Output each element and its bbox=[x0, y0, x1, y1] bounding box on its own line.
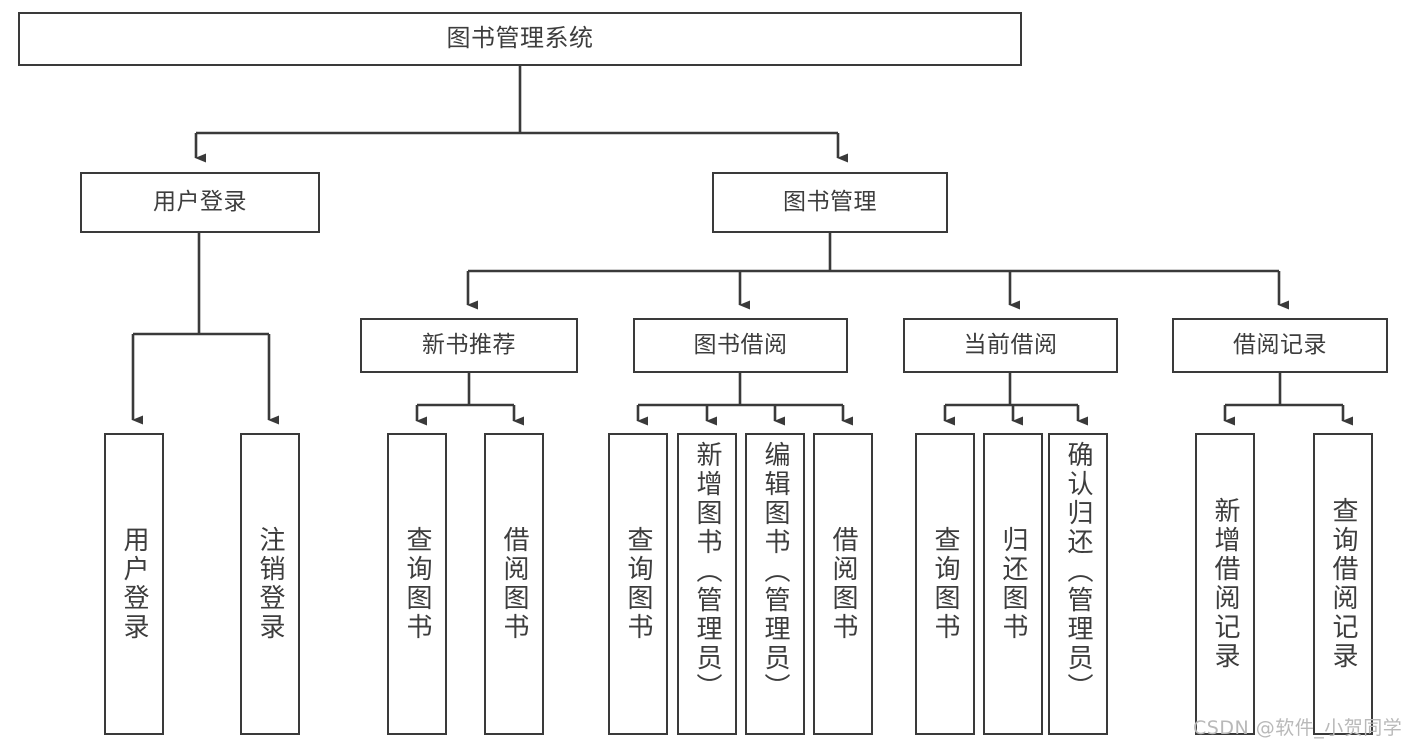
node-borrowing-records[interactable]: 借阅记录 bbox=[1172, 318, 1388, 373]
csdn-watermark: CSDN @软件_小贺同学 bbox=[1193, 717, 1403, 739]
leaf-current-query-book[interactable]: 查询图书 bbox=[915, 433, 975, 735]
node-label: 借阅记录 bbox=[1233, 332, 1327, 359]
leaf-recommendation-borrow-book[interactable]: 借阅图书 bbox=[484, 433, 544, 735]
node-label: 借阅图书 bbox=[499, 526, 529, 642]
node-label: 查询图书 bbox=[402, 526, 432, 642]
node-user-login[interactable]: 用户登录 bbox=[80, 172, 320, 233]
node-label: 图书借阅 bbox=[693, 332, 788, 359]
node-label: 当前借阅 bbox=[963, 332, 1058, 359]
leaf-record-query-borrowing-record[interactable]: 查询借阅记录 bbox=[1313, 433, 1373, 735]
node-label: 用户登录 bbox=[153, 189, 247, 216]
node-label: 图书管理 bbox=[783, 189, 877, 216]
node-label: 查询借阅记录 bbox=[1328, 497, 1358, 671]
node-label: 注销登录 bbox=[255, 526, 285, 642]
node-label: 确认归还（管理员） bbox=[1063, 441, 1093, 702]
leaf-record-add-borrowing-record[interactable]: 新增借阅记录 bbox=[1195, 433, 1255, 735]
node-label: 查询图书 bbox=[930, 526, 960, 642]
node-label: 借阅图书 bbox=[828, 526, 858, 642]
node-label: 编辑图书（管理员） bbox=[760, 441, 790, 702]
node-label: 新增借阅记录 bbox=[1210, 497, 1240, 671]
leaf-current-return-book[interactable]: 归还图书 bbox=[983, 433, 1043, 735]
leaf-borrowing-query-book[interactable]: 查询图书 bbox=[608, 433, 668, 735]
node-book-management[interactable]: 图书管理 bbox=[712, 172, 948, 233]
leaf-borrowing-borrow-book[interactable]: 借阅图书 bbox=[813, 433, 873, 735]
leaf-borrowing-add-book-admin[interactable]: 新增图书（管理员） bbox=[677, 433, 737, 735]
node-label: 新书推荐 bbox=[422, 332, 516, 359]
node-root-book-management-system[interactable]: 图书管理系统 bbox=[18, 12, 1022, 66]
node-label: 查询图书 bbox=[623, 526, 653, 642]
leaf-current-confirm-return-admin[interactable]: 确认归还（管理员） bbox=[1048, 433, 1108, 735]
leaf-user-login[interactable]: 用户登录 bbox=[104, 433, 164, 735]
leaf-recommendation-query-book[interactable]: 查询图书 bbox=[387, 433, 447, 735]
node-book-borrowing[interactable]: 图书借阅 bbox=[633, 318, 848, 373]
node-new-book-recommendation[interactable]: 新书推荐 bbox=[360, 318, 578, 373]
node-label: 归还图书 bbox=[998, 526, 1028, 642]
node-current-borrowing[interactable]: 当前借阅 bbox=[903, 318, 1118, 373]
leaf-borrowing-edit-book-admin[interactable]: 编辑图书（管理员） bbox=[745, 433, 805, 735]
node-label: 用户登录 bbox=[119, 526, 149, 642]
leaf-user-logout[interactable]: 注销登录 bbox=[240, 433, 300, 735]
node-label: 新增图书（管理员） bbox=[692, 441, 722, 702]
node-label: 图书管理系统 bbox=[446, 24, 594, 53]
